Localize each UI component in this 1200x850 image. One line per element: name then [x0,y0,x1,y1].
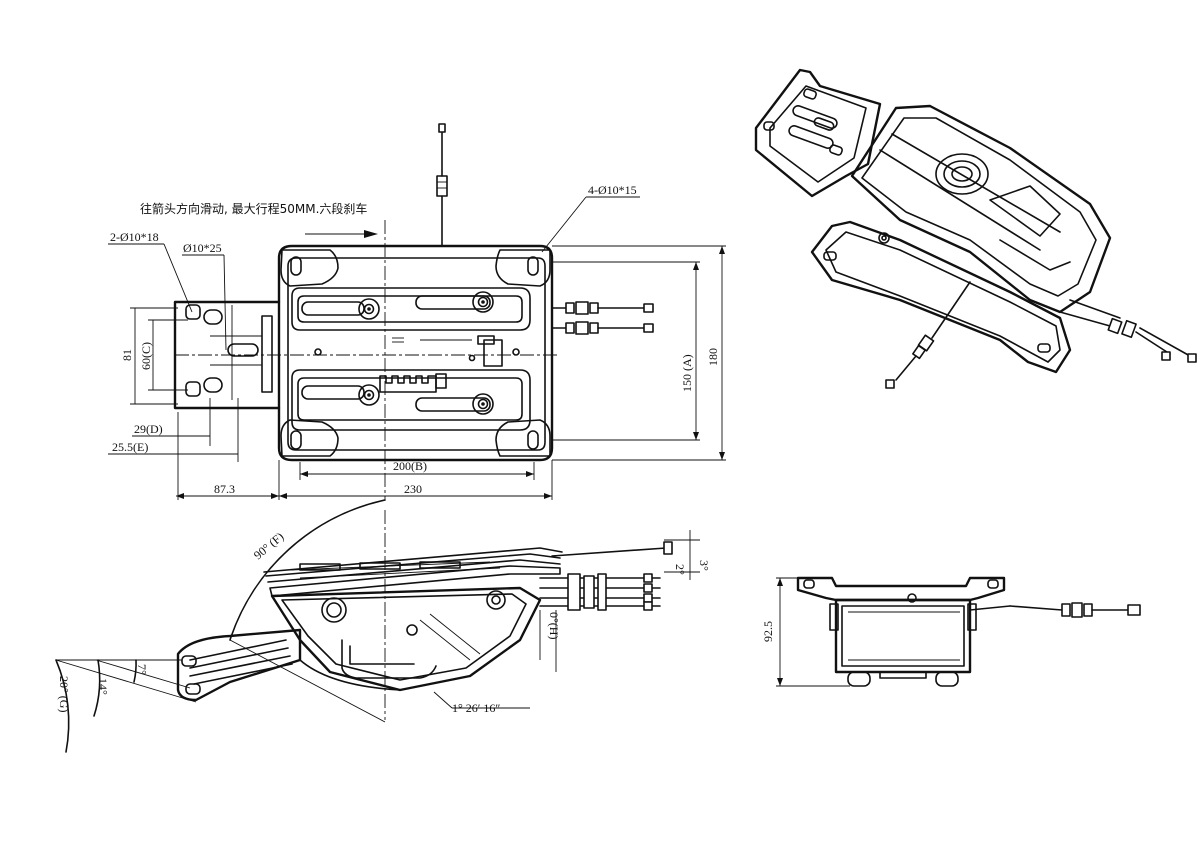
isometric-view [754,68,1197,389]
dim-60c: 60(C) [139,342,153,370]
angle-0h: 0°(H) [547,612,561,639]
dim-81: 81 [120,349,134,361]
corner-bosses [280,249,551,457]
angle-3: 3° [697,560,711,571]
angle-20g: 20° (G) [57,676,71,712]
angle-14: 14° [96,678,110,695]
label-holes-2: 2-Ø10*18 [110,230,159,244]
side-view: 90° (F) [55,499,711,753]
label-hole-single: Ø10*25 [183,241,222,255]
label-holes-4: 4-Ø10*15 [588,183,637,197]
note-slide-direction: 往箭头方向滑动, 最大行程50MM.六段刹车 [140,201,367,216]
dim-200b: 200(B) [393,459,427,473]
dim-87-3: 87.3 [214,482,235,496]
front-view: 92.5 [761,576,1141,687]
bolts [358,291,494,415]
dim-92-5: 92.5 [761,621,775,642]
dim-180: 180 [706,348,720,366]
dim-25-5e: 25.5(E) [112,440,148,454]
angle-1-26-16: 1° 26′ 16″ [452,701,500,715]
side-view-cables [539,541,673,611]
angle-7: 7° [135,664,149,675]
angle-2: 2° [673,564,687,575]
dim-29d: 29(D) [134,422,163,436]
main-plate-outline [277,244,554,462]
housing-body [270,586,542,692]
side-cables [551,301,654,335]
dim-230: 230 [404,482,422,496]
top-view: 往箭头方向滑动, 最大行程50MM.六段刹车 4-Ø10*15 2-Ø10*18… [108,123,726,720]
iso-cables [885,281,1197,389]
brake-rack [379,375,437,393]
dim-150a: 150 (A) [680,354,694,392]
slide-arm [173,300,281,410]
